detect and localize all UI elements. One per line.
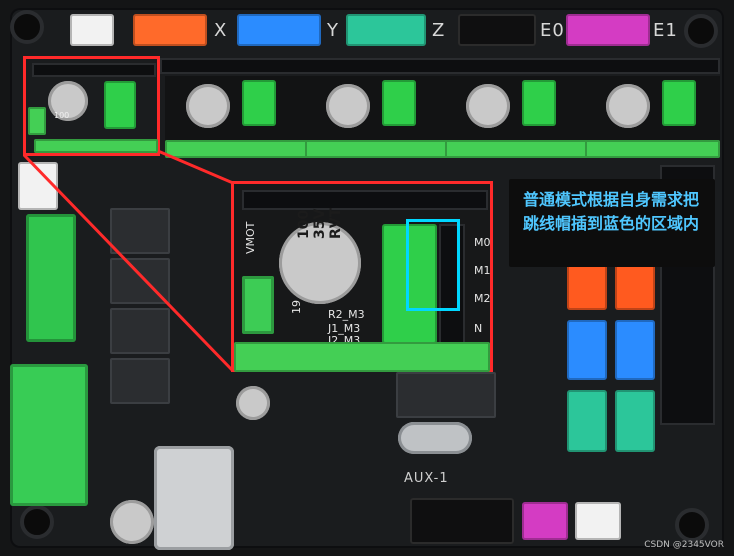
green-header [585, 140, 720, 158]
label-y: Y [327, 20, 339, 41]
connector-white [70, 14, 114, 46]
green-header [305, 140, 455, 158]
watermark: CSDN @2345VOR [644, 540, 724, 550]
connector-bottom-white [575, 502, 621, 540]
mount-hole [675, 508, 709, 542]
capacitor [186, 84, 230, 128]
label-r2m3: R2_M3 [328, 308, 365, 321]
label-m2: M2 [474, 292, 491, 305]
connector-green [567, 390, 607, 452]
capacitor-text: 100 35V RVT [296, 189, 344, 239]
connector-z [346, 14, 426, 46]
label-j1m3: J1_M3 [328, 322, 361, 335]
annotation-box [509, 179, 715, 267]
label-z: Z [432, 20, 446, 41]
capacitor-line3: RVT [328, 207, 344, 239]
green-jumper [242, 80, 276, 126]
annotation-text: 普通模式根据自身需求把跳线帽插到蓝色的区域内 [523, 190, 700, 233]
highlight-small: 100 [23, 56, 160, 156]
jumper-target-area [406, 219, 460, 311]
small-capacitor-line1: 100 [54, 111, 70, 120]
header-strip [32, 63, 156, 77]
crystal [398, 422, 472, 454]
connector-e0 [458, 14, 536, 46]
microcontroller [396, 372, 496, 418]
mount-hole [684, 14, 718, 48]
label-m1: M1 [474, 264, 491, 277]
green-side-header [28, 107, 46, 135]
connector-blue [615, 320, 655, 380]
label-m0: M0 [474, 236, 491, 249]
capacitor [48, 81, 88, 121]
connector-x [133, 14, 207, 46]
vmot-header [242, 276, 274, 334]
connector-green [615, 390, 655, 452]
capacitor-line2: 35V [312, 208, 328, 239]
label-n: N [474, 322, 483, 335]
highlight-zoom: 100 35V RVT VMOT M0 M1 M2 N R2_M3 J1_M3 … [231, 181, 493, 372]
capacitor [236, 386, 270, 420]
green-header [34, 139, 158, 153]
mosfet [110, 208, 170, 254]
bottom-green-header [234, 342, 490, 372]
label-e0: E0 [540, 20, 565, 41]
terminal-block-large [10, 364, 88, 506]
green-header [445, 140, 595, 158]
mount-hole [20, 505, 54, 539]
header-strip [160, 58, 720, 74]
capacitor-line1: 100 [296, 209, 312, 239]
green-jumper [382, 80, 416, 126]
label-e1: E1 [653, 20, 678, 41]
capacitor [279, 222, 361, 304]
label-x: X [214, 20, 228, 41]
green-jumper [104, 81, 136, 129]
capacitor [110, 500, 154, 544]
connector-e1 [566, 14, 650, 46]
label-19: 19 [290, 300, 303, 314]
label-aux: AUX-1 [404, 471, 449, 486]
connector-bottom-black [410, 498, 514, 544]
green-jumper [662, 80, 696, 126]
capacitor [466, 84, 510, 128]
zoom-line [22, 153, 235, 373]
capacitor [606, 84, 650, 128]
connector-bottom-magenta [522, 502, 568, 540]
mosfet [110, 308, 170, 354]
green-jumper [522, 80, 556, 126]
usb-port [154, 446, 234, 550]
mount-hole [10, 10, 44, 44]
header-strip [242, 190, 488, 210]
jumper-pins-black [439, 224, 465, 344]
capacitor [326, 84, 370, 128]
mosfet [110, 358, 170, 404]
terminal-block [26, 214, 76, 342]
jumper-pins-green [382, 224, 437, 344]
connector-blue [567, 320, 607, 380]
label-vmot: VMOT [244, 221, 257, 254]
green-header [165, 140, 315, 158]
zoom-line [157, 149, 234, 185]
connector-y [237, 14, 321, 46]
